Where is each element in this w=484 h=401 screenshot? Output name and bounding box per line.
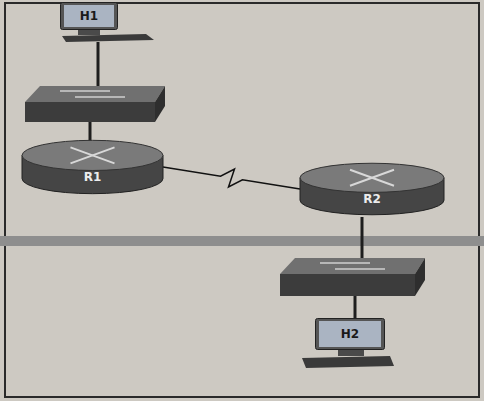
router-top — [300, 163, 444, 192]
pc-stand — [78, 30, 100, 35]
router: R1 — [20, 138, 165, 196]
serial-link — [163, 167, 300, 189]
pc-keyboard — [62, 34, 154, 42]
switch-side — [415, 258, 425, 296]
switch-front — [25, 102, 155, 122]
monitor-frame — [316, 319, 385, 350]
switch-side — [155, 86, 165, 122]
host-label: H2 — [315, 327, 385, 341]
pc-monitor: H2 — [315, 318, 385, 350]
pc-stand — [338, 350, 364, 356]
router-outline — [20, 138, 165, 196]
router-label: R2 — [298, 192, 446, 206]
router-outline — [298, 161, 446, 217]
router: R2 — [298, 161, 446, 217]
router-arrows — [350, 170, 394, 186]
grey-band — [0, 236, 484, 246]
lan-cable — [89, 122, 92, 142]
pc-monitor: H1 — [60, 2, 118, 30]
router-top — [22, 140, 163, 170]
switch-arrows — [60, 91, 125, 97]
lan-cable — [97, 42, 100, 86]
switch-arrows — [320, 263, 385, 269]
monitor-frame — [61, 3, 118, 30]
switch-top — [25, 86, 165, 102]
router-label: R1 — [20, 170, 165, 184]
router-arrows — [71, 147, 115, 163]
switch-top — [280, 258, 425, 274]
host-label: H1 — [60, 9, 118, 23]
lan-cable — [354, 296, 357, 318]
frame-border — [5, 3, 479, 397]
lan-cable — [361, 217, 364, 258]
switch-front — [280, 274, 415, 296]
pc-keyboard — [302, 356, 394, 368]
